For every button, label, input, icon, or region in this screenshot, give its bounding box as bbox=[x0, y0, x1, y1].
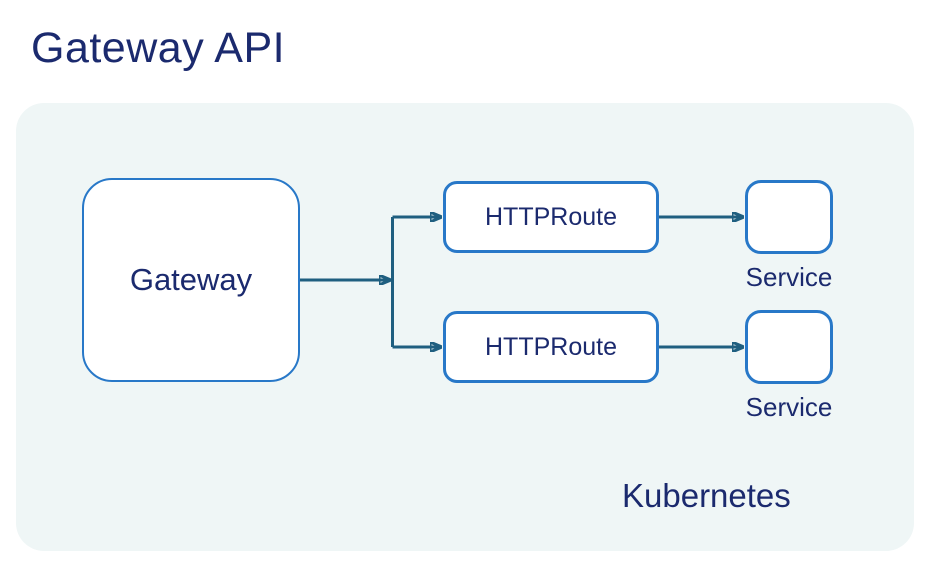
service-node-2-label: Service bbox=[745, 392, 833, 422]
kubernetes-cluster-label: Kubernetes bbox=[622, 477, 791, 514]
httproute-node-1: HTTPRoute bbox=[443, 181, 659, 253]
httproute-node-2: HTTPRoute bbox=[443, 311, 659, 383]
service-node-1 bbox=[745, 180, 833, 254]
gateway-node-label: Gateway bbox=[129, 262, 253, 297]
service-node-2 bbox=[745, 310, 833, 384]
httproute-node-2-label: HTTPRoute bbox=[485, 332, 617, 361]
httproute-node-1-label: HTTPRoute bbox=[485, 202, 617, 231]
gateway-node: Gateway bbox=[82, 178, 300, 382]
service-node-1-label: Service bbox=[745, 262, 833, 292]
page-title: Gateway API bbox=[31, 24, 286, 72]
